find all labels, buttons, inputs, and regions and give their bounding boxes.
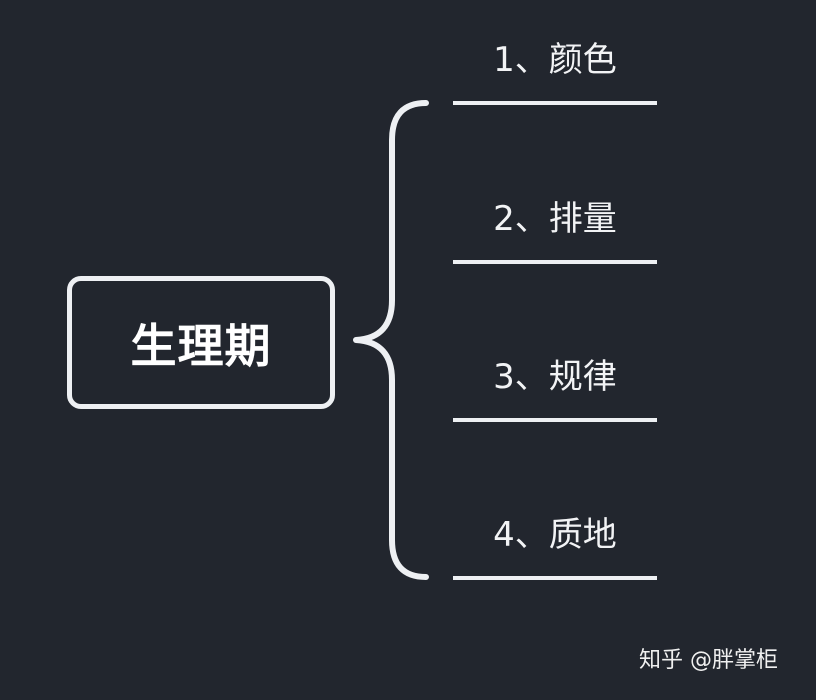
root-node-label: 生理期 bbox=[130, 318, 272, 373]
branch-label-2: 2、排量 bbox=[493, 199, 617, 239]
branch-label-3: 3、规律 bbox=[493, 357, 617, 397]
branch-label-4: 4、质地 bbox=[493, 515, 617, 555]
branch-underline-2 bbox=[453, 260, 657, 264]
branch-underline-1 bbox=[453, 101, 657, 105]
source-watermark: 知乎 @胖掌柜 bbox=[639, 648, 778, 673]
branch-underline-4 bbox=[453, 576, 657, 580]
branch-underline-3 bbox=[453, 418, 657, 422]
branch-label-1: 1、颜色 bbox=[493, 40, 617, 80]
root-node: 生理期 bbox=[67, 276, 335, 409]
